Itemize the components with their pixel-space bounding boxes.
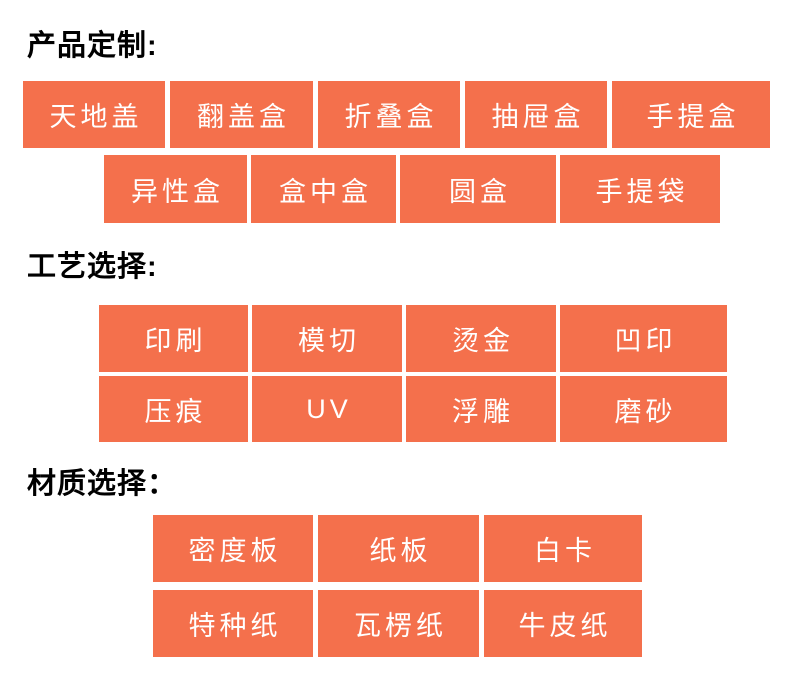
material-option-button[interactable]: 白卡 — [484, 515, 642, 582]
process-option-button[interactable]: 压痕 — [99, 376, 248, 442]
process-options-row-2: 压痕 UV 浮雕 磨砂 — [99, 376, 727, 442]
product-option-button[interactable]: 天地盖 — [23, 81, 165, 148]
process-option-button[interactable]: 凹印 — [560, 305, 727, 372]
process-option-button[interactable]: 烫金 — [406, 305, 556, 372]
process-option-button[interactable]: UV — [252, 376, 402, 442]
process-option-button[interactable]: 模切 — [252, 305, 402, 372]
section-title-product-custom: 产品定制: — [27, 30, 158, 62]
section-title-process-select: 工艺选择: — [27, 251, 158, 283]
product-options-row-2: 异性盒 盒中盒 圆盒 手提袋 — [104, 155, 720, 223]
material-option-button[interactable]: 密度板 — [153, 515, 313, 582]
product-option-button[interactable]: 手提盒 — [612, 81, 770, 148]
material-option-button[interactable]: 牛皮纸 — [484, 590, 642, 657]
product-option-button[interactable]: 抽屉盒 — [465, 81, 607, 148]
product-option-button[interactable]: 手提袋 — [560, 155, 720, 223]
material-option-button[interactable]: 特种纸 — [153, 590, 313, 657]
material-option-button[interactable]: 瓦楞纸 — [318, 590, 479, 657]
product-option-button[interactable]: 盒中盒 — [251, 155, 396, 223]
material-options-row-2: 特种纸 瓦楞纸 牛皮纸 — [153, 590, 642, 657]
product-option-button[interactable]: 异性盒 — [104, 155, 247, 223]
product-option-button[interactable]: 翻盖盒 — [170, 81, 313, 148]
product-options-row-1: 天地盖 翻盖盒 折叠盒 抽屉盒 手提盒 — [23, 81, 770, 148]
product-option-button[interactable]: 折叠盒 — [318, 81, 460, 148]
process-option-button[interactable]: 印刷 — [99, 305, 248, 372]
process-option-button[interactable]: 磨砂 — [560, 376, 727, 442]
process-option-button[interactable]: 浮雕 — [406, 376, 556, 442]
process-options-row-1: 印刷 模切 烫金 凹印 — [99, 305, 727, 372]
product-option-button[interactable]: 圆盒 — [400, 155, 556, 223]
material-options-row-1: 密度板 纸板 白卡 — [153, 515, 642, 582]
section-title-material-select: 材质选择： — [27, 468, 178, 500]
material-option-button[interactable]: 纸板 — [318, 515, 479, 582]
